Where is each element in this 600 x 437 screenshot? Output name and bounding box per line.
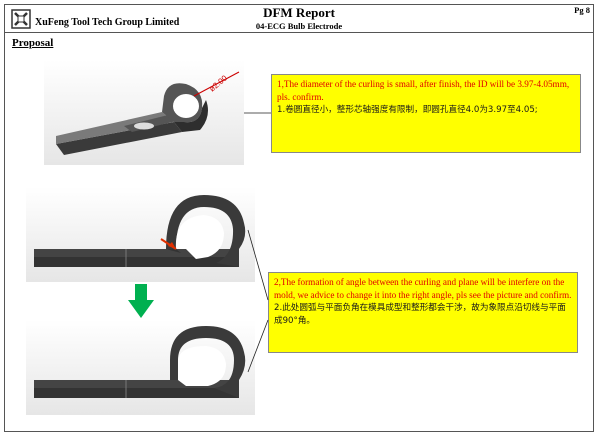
company-name: XuFeng Tool Tech Group Limited bbox=[35, 17, 180, 28]
note-1-chinese: 1.卷圆直径小，整形芯轴强度有限制，即圆孔直径4.0为3.97至4.05; bbox=[277, 105, 538, 115]
report-header: XuFeng Tool Tech Group Limited DFM Repor… bbox=[4, 4, 594, 33]
side-profile-current-image bbox=[26, 187, 255, 282]
dimension-label: ø2.00 bbox=[208, 73, 230, 93]
side-profile-current-drawing bbox=[34, 195, 246, 267]
side-profile-proposed-image bbox=[26, 320, 255, 415]
note-1: 1,The diameter of the curling is small, … bbox=[271, 74, 581, 153]
company-logo-icon bbox=[11, 9, 31, 29]
report-title: DFM Report bbox=[263, 5, 335, 20]
note-1-english: 1,The diameter of the curling is small, … bbox=[277, 79, 570, 102]
note-2-chinese: 2.此处圆弧与平面负角在模具成型和整形都会干涉，故为象限点沿切线与平面成90°角… bbox=[274, 303, 566, 326]
page-frame bbox=[4, 4, 594, 432]
page-number: Pg 8 bbox=[574, 5, 590, 15]
part-isometric-image: ø2.00 bbox=[44, 60, 244, 165]
part-isometric-drawing: ø2.00 bbox=[56, 71, 240, 155]
report-subtitle: 04-ECG Bulb Electrode bbox=[255, 21, 343, 31]
note-2: 2,The formation of angle between the cur… bbox=[268, 272, 578, 353]
side-profile-proposed-drawing bbox=[34, 326, 246, 398]
note-2-english: 2,The formation of angle between the cur… bbox=[274, 277, 572, 300]
down-arrow-icon bbox=[128, 284, 154, 318]
section-title: Proposal bbox=[12, 37, 54, 49]
